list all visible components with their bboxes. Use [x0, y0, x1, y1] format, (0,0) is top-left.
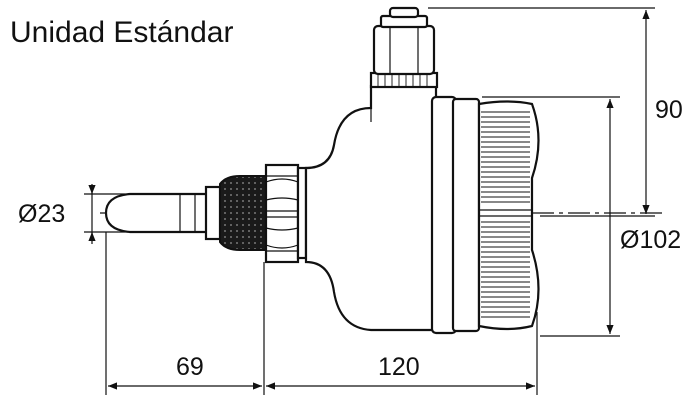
probe-collar	[204, 185, 222, 241]
cover-flange	[430, 95, 481, 335]
dimension-height-label: 90	[655, 96, 683, 124]
dimension-body-diameter: Ø102	[482, 96, 681, 337]
probe-tip	[104, 192, 210, 234]
dimension-body-diameter-label: Ø102	[620, 226, 681, 254]
thread-section	[219, 175, 269, 251]
dimension-probe-length: 69	[108, 353, 262, 390]
flange	[296, 166, 308, 260]
cable-gland	[369, 6, 439, 89]
dimension-height: 90	[428, 7, 683, 217]
dimension-body-length: 120	[266, 353, 535, 390]
drawing-title: Unidad Estándar	[10, 16, 233, 49]
main-housing	[304, 84, 438, 332]
dimension-probe-length-label: 69	[176, 353, 204, 381]
dimension-probe-diameter: Ø23	[18, 184, 134, 244]
dimension-body-length-label: 120	[378, 353, 420, 381]
hex-nut	[264, 163, 300, 264]
finned-cover	[477, 100, 540, 331]
dimension-probe-diameter-label: Ø23	[18, 200, 65, 228]
